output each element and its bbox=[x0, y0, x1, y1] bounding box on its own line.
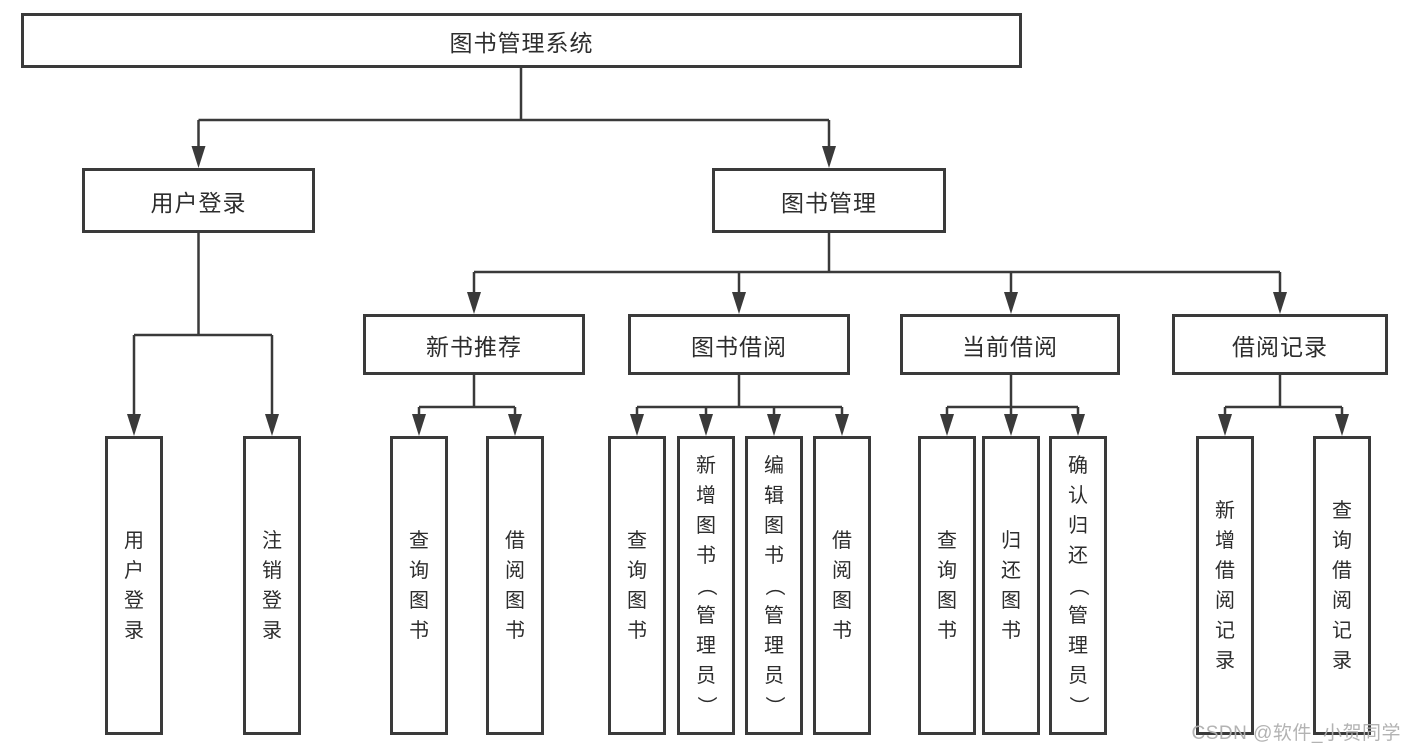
leaf-nb-borrow-books-label: 借阅图书 bbox=[505, 529, 525, 642]
leaf-logout-label: 注销登录 bbox=[262, 529, 282, 642]
node-current-borrow-label: 当前借阅 bbox=[962, 333, 1058, 360]
node-new-book-recommend-label: 新书推荐 bbox=[426, 333, 522, 360]
node-root-label: 图书管理系统 bbox=[449, 29, 594, 56]
node-user-login-label: 用户登录 bbox=[150, 189, 247, 216]
node-user-login: 用户登录 bbox=[82, 168, 315, 233]
leaf-bb-borrow-books: 借阅图书 bbox=[813, 436, 871, 735]
leaf-bb-borrow-books-label: 借阅图书 bbox=[832, 529, 852, 642]
leaf-br-add-record-label: 新增借阅记录 bbox=[1215, 499, 1235, 672]
node-book-borrow: 图书借阅 bbox=[628, 314, 850, 375]
leaf-cb-query-books: 查询图书 bbox=[918, 436, 976, 735]
leaf-br-add-record: 新增借阅记录 bbox=[1196, 436, 1254, 735]
leaf-br-query-record-label: 查询借阅记录 bbox=[1332, 499, 1352, 672]
leaf-nb-query-books: 查询图书 bbox=[390, 436, 448, 735]
node-book-management: 图书管理 bbox=[712, 168, 946, 233]
leaf-nb-borrow-books: 借阅图书 bbox=[486, 436, 544, 735]
leaf-bb-add-books-admin: 新增图书（管理员） bbox=[677, 436, 735, 735]
node-root: 图书管理系统 bbox=[21, 13, 1022, 68]
node-book-borrow-label: 图书借阅 bbox=[691, 333, 787, 360]
leaf-user-login-label: 用户登录 bbox=[124, 529, 144, 642]
leaf-bb-query-books: 查询图书 bbox=[608, 436, 666, 735]
leaf-bb-add-books-admin-label: 新增图书（管理员） bbox=[695, 454, 717, 716]
node-book-management-label: 图书管理 bbox=[781, 189, 877, 216]
node-new-book-recommend: 新书推荐 bbox=[363, 314, 585, 375]
leaf-bb-edit-books-admin-label: 编辑图书（管理员） bbox=[763, 454, 785, 716]
node-current-borrow: 当前借阅 bbox=[900, 314, 1120, 375]
leaf-bb-edit-books-admin: 编辑图书（管理员） bbox=[745, 436, 803, 735]
csdn-watermark: CSDN @软件_小贺同学 bbox=[1191, 723, 1401, 744]
leaf-cb-confirm-return-admin: 确认归还（管理员） bbox=[1049, 436, 1107, 735]
node-borrow-records: 借阅记录 bbox=[1172, 314, 1388, 375]
leaf-br-query-record: 查询借阅记录 bbox=[1313, 436, 1371, 735]
leaf-cb-query-books-label: 查询图书 bbox=[937, 529, 957, 642]
leaf-user-login: 用户登录 bbox=[105, 436, 163, 735]
leaf-cb-return-books: 归还图书 bbox=[982, 436, 1040, 735]
leaf-cb-confirm-return-admin-label: 确认归还（管理员） bbox=[1067, 454, 1089, 716]
leaf-bb-query-books-label: 查询图书 bbox=[627, 529, 647, 642]
leaf-cb-return-books-label: 归还图书 bbox=[1001, 529, 1021, 642]
leaf-logout: 注销登录 bbox=[243, 436, 301, 735]
leaf-nb-query-books-label: 查询图书 bbox=[409, 529, 429, 642]
node-borrow-records-label: 借阅记录 bbox=[1232, 333, 1328, 360]
